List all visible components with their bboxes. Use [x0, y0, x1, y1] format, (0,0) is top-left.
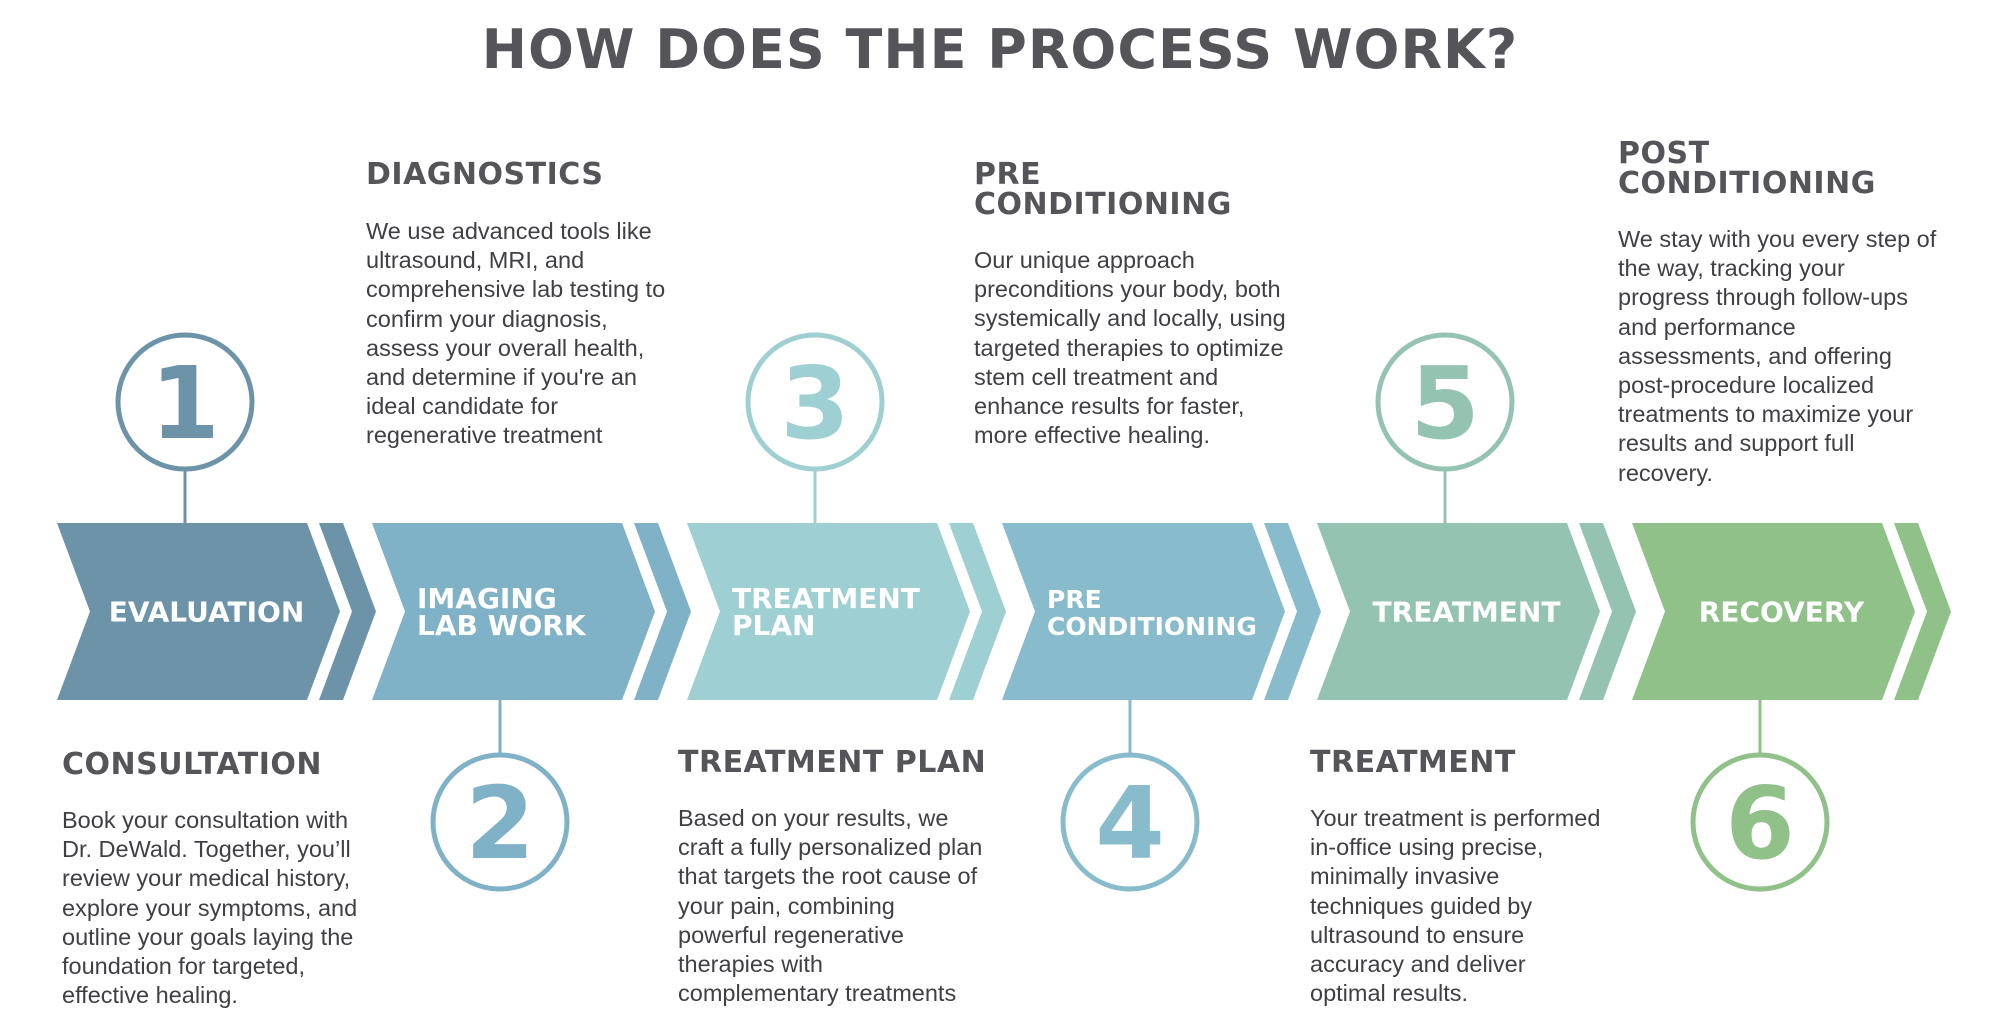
chevron-accent-2 [634, 523, 691, 700]
step-number-3: 3 [780, 345, 850, 462]
chevron-label-1: EVALUATION [109, 596, 305, 629]
chevron-label-5: TREATMENT [1373, 596, 1561, 629]
step-1-description: Book your consultation with Dr. DeWald. … [62, 807, 358, 1009]
step-number-circle-4 [1060, 752, 1200, 892]
step-6-description: We stay with you every step of the way, … [1618, 226, 1937, 486]
step-3-heading: TREATMENT PLAN [678, 745, 987, 780]
chevron-step-6 [1632, 523, 1915, 700]
step-number-6: 6 [1725, 765, 1795, 882]
step-5-description: Your treatment is performed in-office us… [1310, 805, 1601, 1007]
chevron-step-5 [1317, 523, 1600, 700]
chevron-step-1 [57, 523, 340, 700]
step-6-heading: POST CONDITIONING [1618, 136, 1876, 201]
step-number-circle-1 [115, 332, 255, 472]
chevron-accent-3 [949, 523, 1006, 700]
number-circle-layer: 1 2 3 4 5 6 [115, 332, 1830, 892]
step-number-4: 4 [1095, 765, 1165, 882]
step-4-heading: PRE CONDITIONING [974, 157, 1232, 222]
step-number-circle-2 [430, 752, 570, 892]
page-title: HOW DOES THE PROCESS WORK? [481, 18, 1519, 81]
chevron-label-6: RECOVERY [1699, 596, 1865, 629]
chevron-accent-4 [1264, 523, 1321, 700]
step-number-circle-3 [745, 332, 885, 472]
step-number-5: 5 [1410, 345, 1480, 462]
step-5-heading: TREATMENT [1310, 745, 1516, 780]
chevron-accent-1 [319, 523, 376, 700]
step-number-2: 2 [465, 765, 535, 882]
chevron-accent-5 [1579, 523, 1636, 700]
connector-layer [183, 469, 1762, 755]
step-2-heading: DIAGNOSTICS [366, 157, 604, 192]
step-number-circle-6 [1690, 752, 1830, 892]
step-number-circle-5 [1375, 332, 1515, 472]
chevron-step-3 [687, 523, 970, 700]
step-4-description: Our unique approach preconditions your b… [974, 247, 1286, 449]
chevron-step-4 [1002, 523, 1285, 700]
step-1-heading: CONSULTATION [62, 747, 323, 782]
step-3-description: Based on your results, we craft a fully … [678, 805, 983, 1007]
step-number-1: 1 [150, 345, 220, 462]
step-2-description: We use advanced tools like ultrasound, M… [366, 218, 666, 449]
chevron-accent-6 [1894, 523, 1951, 700]
chevron-step-2 [372, 523, 655, 700]
